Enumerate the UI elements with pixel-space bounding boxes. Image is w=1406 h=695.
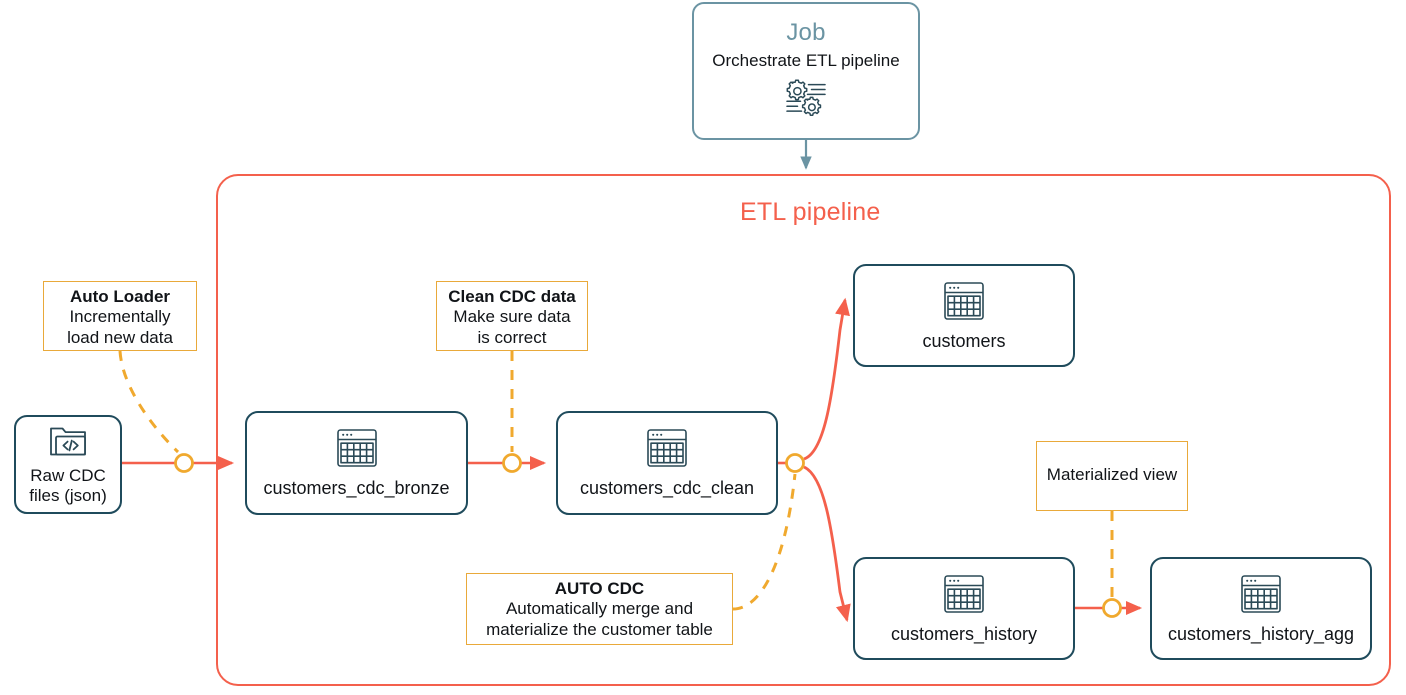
node-label: customers_cdc_bronze	[263, 478, 450, 499]
table-icon	[335, 427, 379, 469]
node-label: customers_history_agg	[1167, 623, 1355, 644]
node-label: customers	[922, 330, 1006, 351]
node-customers-history-agg[interactable]: customers_history_agg	[1150, 557, 1372, 660]
job-title: Job	[786, 19, 826, 46]
etl-pipeline-container	[216, 174, 1391, 686]
node-label: customers_history	[890, 623, 1038, 644]
table-icon	[1239, 573, 1283, 615]
annotation-line-2: materialize the customer table	[486, 619, 713, 639]
annotation-clean-cdc-data: Clean CDC data Make sure data is correct	[436, 281, 588, 351]
node-label: customers_cdc_clean	[579, 478, 755, 499]
annotation-auto-loader: Auto Loader Incrementally load new data	[43, 281, 197, 351]
table-icon	[942, 573, 986, 615]
node-customers-cdc-bronze[interactable]: customers_cdc_bronze	[245, 411, 468, 515]
annotation-auto-cdc: AUTO CDC Automatically merge and materia…	[466, 573, 733, 645]
annotation-materialized-view: Materialized view	[1036, 441, 1188, 511]
annotation-title: Auto Loader	[69, 287, 171, 306]
leader-auto-loader	[118, 350, 180, 454]
table-icon	[942, 280, 986, 322]
annotation-line-1: Incrementally	[69, 307, 171, 327]
junction-ring-auto-loader	[174, 453, 194, 473]
annotation-line-1: Automatically merge and	[505, 599, 694, 619]
node-customers-history[interactable]: customers_history	[853, 557, 1075, 660]
annotation-title: Clean CDC data	[448, 287, 576, 306]
node-customers-cdc-clean[interactable]: customers_cdc_clean	[556, 411, 778, 515]
job-subtitle: Orchestrate ETL pipeline	[712, 51, 900, 71]
annotation-title: Materialized view	[1046, 465, 1178, 485]
annotation-line-1: Make sure data	[453, 307, 571, 327]
annotation-line-2: load new data	[67, 327, 173, 347]
table-icon	[645, 427, 689, 469]
job-card[interactable]: Job Orchestrate ETL pipeline	[692, 2, 920, 140]
annotation-title: AUTO CDC	[554, 579, 645, 598]
annotation-line-2: is correct	[477, 327, 547, 347]
etl-pipeline-label: ETL pipeline	[740, 198, 881, 226]
folder-code-icon	[47, 423, 89, 459]
node-customers[interactable]: customers	[853, 264, 1075, 367]
gears-pipeline-icon	[694, 78, 918, 123]
